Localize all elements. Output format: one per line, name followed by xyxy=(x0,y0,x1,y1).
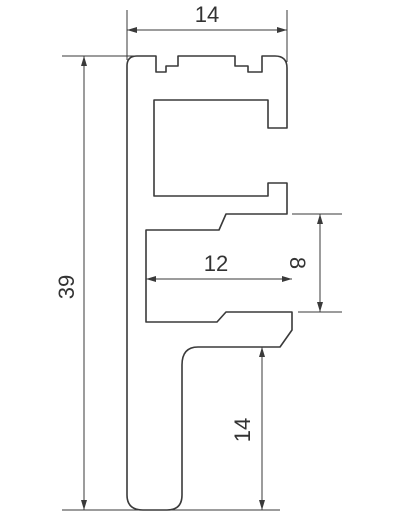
dimension-label-slot-width: 12 xyxy=(204,251,228,276)
dimension-label-lower-leg-height: 14 xyxy=(230,418,255,442)
dimension-label-top-width: 14 xyxy=(195,2,219,27)
dimension-label-overall-height: 39 xyxy=(54,275,79,299)
dimension-label-slot-height: 8 xyxy=(285,257,310,269)
profile-outline xyxy=(126,55,293,511)
